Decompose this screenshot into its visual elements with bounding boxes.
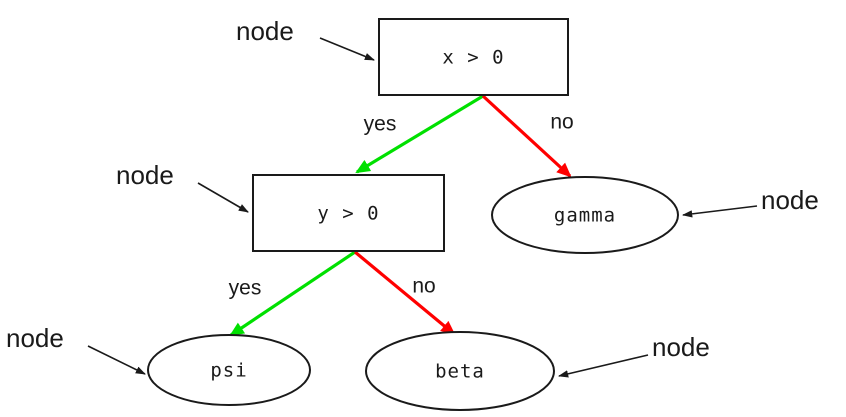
node-gamma-label: gamma <box>554 205 616 227</box>
node-gamma-ellipse[interactable] <box>491 176 679 254</box>
annotation-root: node <box>236 16 375 61</box>
annotation-beta-label: node <box>652 332 710 362</box>
annotation-beta-leader <box>558 354 649 378</box>
annotation-root-leader <box>319 37 375 61</box>
annotation-beta: node <box>558 332 710 378</box>
annotation-psi-leader <box>87 345 146 375</box>
node-beta[interactable]: beta <box>365 331 555 411</box>
node-root-label: x > 0 <box>442 47 504 69</box>
node-beta-ellipse[interactable] <box>365 331 555 411</box>
node-inner-box[interactable] <box>252 174 445 252</box>
node-inner[interactable]: y > 0 <box>252 174 445 252</box>
edge-inner-no <box>353 250 456 336</box>
node-root[interactable]: x > 0 <box>378 18 569 96</box>
annotation-inner-leader <box>197 182 249 213</box>
node-gamma[interactable]: gamma <box>491 176 679 254</box>
node-inner-label: y > 0 <box>317 203 379 225</box>
annotation-psi: node <box>6 323 146 375</box>
annotation-gamma-label: node <box>761 185 819 215</box>
annotation-gamma: node <box>681 185 819 218</box>
annotation-psi-label: node <box>6 323 64 353</box>
node-psi-label: psi <box>210 360 247 382</box>
edge-inner-yes <box>229 250 356 337</box>
node-beta-label: beta <box>435 361 485 383</box>
edge-label-inner-yes: yes <box>229 277 262 300</box>
node-psi-ellipse[interactable] <box>147 334 311 406</box>
edge-label-inner-no: no <box>412 275 435 298</box>
edge-label-root-yes: yes <box>364 113 397 136</box>
annotation-inner: node <box>116 160 249 213</box>
node-root-box[interactable] <box>378 18 569 96</box>
edge-root-no <box>481 94 572 178</box>
annotation-root-label: node <box>236 16 294 46</box>
edge-label-root-no: no <box>550 111 573 134</box>
node-psi[interactable]: psi <box>147 334 311 406</box>
annotation-inner-label: node <box>116 160 174 190</box>
edge-root-yes <box>355 94 484 174</box>
annotation-gamma-leader <box>681 205 758 218</box>
